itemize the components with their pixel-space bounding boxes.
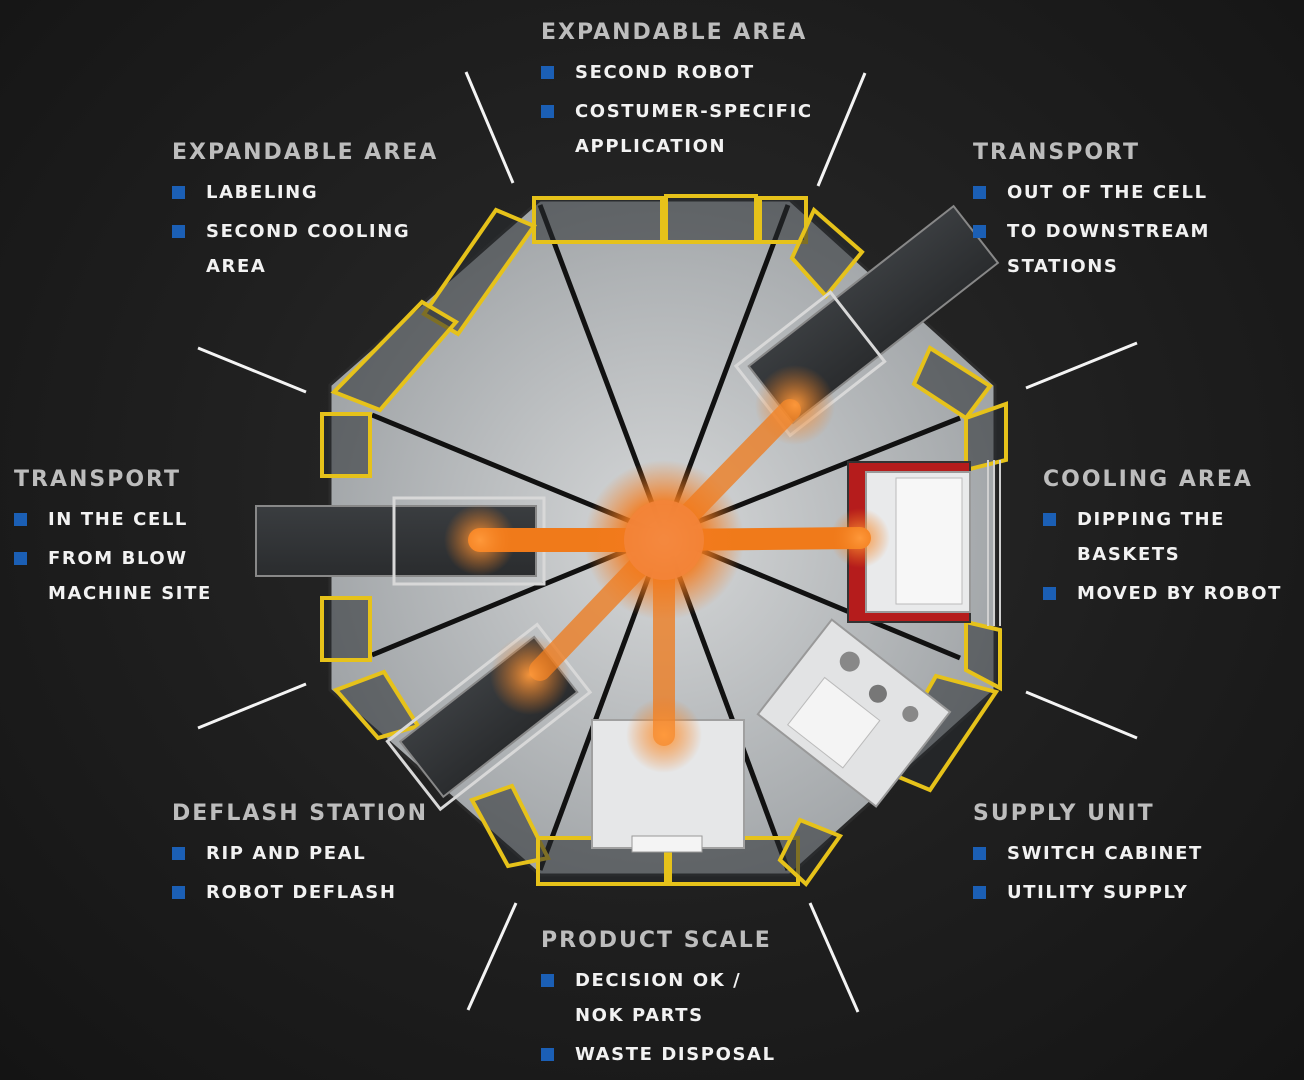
bullet-icon bbox=[541, 66, 554, 79]
bullet-icon bbox=[541, 1048, 554, 1061]
bullet-icon bbox=[973, 847, 986, 860]
callout-title: SUPPLY UNIT bbox=[973, 801, 1155, 826]
leader-line bbox=[1025, 690, 1138, 740]
list-item-text: RIP AND PEAL bbox=[206, 843, 367, 864]
list-item-text: UTILITY SUPPLY bbox=[1007, 882, 1189, 903]
callout-list: SWITCH CABINET UTILITY SUPPLY bbox=[973, 836, 1203, 910]
list-item-text: OUT OF THE CELL bbox=[1007, 182, 1208, 203]
list-item-text: COSTUMER-SPECIFIC APPLICATION bbox=[575, 101, 813, 157]
list-item-text: ROBOT DEFLASH bbox=[206, 882, 397, 903]
list-item: SECOND ROBOT bbox=[541, 55, 813, 90]
callout-list: DECISION OK / NOK PARTS WASTE DISPOSAL bbox=[541, 963, 776, 1072]
list-item: TO DOWNSTREAM STATIONS bbox=[973, 214, 1210, 284]
leader-line bbox=[197, 346, 307, 394]
bullet-icon bbox=[172, 847, 185, 860]
callout-cooling-area: COOLING AREA DIPPING THE BASKETS MOVED B… bbox=[1043, 467, 1282, 615]
list-item: IN THE CELL bbox=[14, 502, 212, 537]
bullet-icon bbox=[541, 105, 554, 118]
safety-fence bbox=[320, 194, 1008, 888]
bullet-icon bbox=[1043, 587, 1056, 600]
leader-lines bbox=[197, 71, 1138, 1013]
callout-expandable-area-top: EXPANDABLE AREA SECOND ROBOT COSTUMER-SP… bbox=[541, 20, 813, 168]
callout-product-scale: PRODUCT SCALE DECISION OK / NOK PARTS WA… bbox=[541, 928, 776, 1076]
callout-title: DEFLASH STATION bbox=[172, 801, 429, 826]
bullet-icon bbox=[973, 886, 986, 899]
leader-line bbox=[197, 682, 307, 730]
list-item-text: SECOND COOLING AREA bbox=[206, 221, 411, 277]
bullet-icon bbox=[973, 225, 986, 238]
list-item: LABELING bbox=[172, 175, 438, 210]
list-item-text: DIPPING THE BASKETS bbox=[1077, 509, 1226, 565]
leader-line bbox=[464, 71, 515, 184]
callout-title: EXPANDABLE AREA bbox=[541, 20, 808, 45]
bullet-icon bbox=[541, 974, 554, 987]
callout-title: TRANSPORT bbox=[14, 467, 182, 492]
callout-list: SECOND ROBOT COSTUMER-SPECIFIC APPLICATI… bbox=[541, 55, 813, 164]
bullet-icon bbox=[172, 225, 185, 238]
list-item-text: MOVED BY ROBOT bbox=[1077, 583, 1283, 604]
callout-list: LABELING SECOND COOLING AREA bbox=[172, 175, 438, 284]
callout-transport-out: TRANSPORT OUT OF THE CELL TO DOWNSTREAM … bbox=[973, 140, 1210, 288]
callout-title: EXPANDABLE AREA bbox=[172, 140, 439, 165]
leader-line bbox=[1025, 341, 1138, 390]
list-item: FROM BLOW MACHINE SITE bbox=[14, 541, 212, 611]
callout-deflash-station: DEFLASH STATION RIP AND PEAL ROBOT DEFLA… bbox=[172, 801, 428, 914]
bullet-icon bbox=[172, 186, 185, 199]
list-item: DECISION OK / NOK PARTS bbox=[541, 963, 776, 1033]
list-item-text: SECOND ROBOT bbox=[575, 62, 755, 83]
bullet-icon bbox=[1043, 513, 1056, 526]
bullet-icon bbox=[14, 513, 27, 526]
leader-line bbox=[466, 902, 518, 1011]
callout-expandable-area-left: EXPANDABLE AREA LABELING SECOND COOLING … bbox=[172, 140, 438, 288]
callout-transport-in: TRANSPORT IN THE CELL FROM BLOW MACHINE … bbox=[14, 467, 212, 615]
robot-arms bbox=[444, 365, 890, 773]
list-item-text: IN THE CELL bbox=[48, 509, 188, 530]
list-item: SWITCH CABINET bbox=[973, 836, 1203, 871]
supply-unit-cabinet bbox=[756, 618, 952, 808]
list-item-text: TO DOWNSTREAM STATIONS bbox=[1007, 221, 1211, 277]
list-item-text: FROM BLOW MACHINE SITE bbox=[48, 548, 212, 604]
bullet-icon bbox=[973, 186, 986, 199]
list-item-text: SWITCH CABINET bbox=[1007, 843, 1203, 864]
list-item: UTILITY SUPPLY bbox=[973, 875, 1203, 910]
bullet-icon bbox=[14, 552, 27, 565]
list-item-text: WASTE DISPOSAL bbox=[575, 1044, 776, 1065]
list-item: OUT OF THE CELL bbox=[973, 175, 1210, 210]
list-item: ROBOT DEFLASH bbox=[172, 875, 428, 910]
callout-list: IN THE CELL FROM BLOW MACHINE SITE bbox=[14, 502, 212, 611]
list-item: DIPPING THE BASKETS bbox=[1043, 502, 1282, 572]
callout-supply-unit: SUPPLY UNIT SWITCH CABINET UTILITY SUPPL… bbox=[973, 801, 1203, 914]
leader-line bbox=[816, 72, 867, 187]
leader-line bbox=[808, 902, 860, 1013]
list-item-text: DECISION OK / NOK PARTS bbox=[575, 970, 742, 1026]
callout-list: RIP AND PEAL ROBOT DEFLASH bbox=[172, 836, 428, 910]
list-item-text: LABELING bbox=[206, 182, 319, 203]
list-item: WASTE DISPOSAL bbox=[541, 1037, 776, 1072]
callout-title: TRANSPORT bbox=[973, 140, 1141, 165]
list-item: RIP AND PEAL bbox=[172, 836, 428, 871]
list-item: MOVED BY ROBOT bbox=[1043, 576, 1282, 611]
callout-list: OUT OF THE CELL TO DOWNSTREAM STATIONS bbox=[973, 175, 1210, 284]
callout-title: PRODUCT SCALE bbox=[541, 928, 772, 953]
callout-title: COOLING AREA bbox=[1043, 467, 1253, 492]
list-item: SECOND COOLING AREA bbox=[172, 214, 438, 284]
callout-list: DIPPING THE BASKETS MOVED BY ROBOT bbox=[1043, 502, 1282, 611]
list-item: COSTUMER-SPECIFIC APPLICATION bbox=[541, 94, 813, 164]
cooling-area-machine bbox=[847, 460, 1001, 626]
bullet-icon bbox=[172, 886, 185, 899]
